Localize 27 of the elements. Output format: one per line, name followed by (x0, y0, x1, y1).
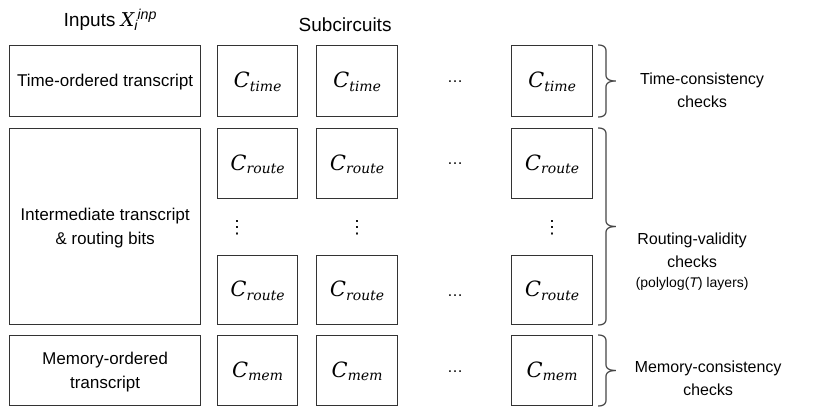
subcircuit-box: C$_{route}$ (316, 255, 398, 325)
bracket-label: Routing-validity checks (636, 230, 748, 273)
ellipsis: ⋮ (227, 216, 247, 239)
input-box: Intermediate transcript & routing bits (9, 128, 201, 325)
ellipsis: … (446, 282, 464, 302)
subcircuit-box: C$_{mem}$ (316, 335, 398, 406)
ellipsis: ⋮ (347, 216, 367, 239)
input-box: Time-ordered transcript (9, 45, 201, 117)
subcircuit-box: C$_{mem}$ (217, 335, 298, 406)
ellipsis: … (446, 358, 464, 378)
bracket-label: (polylog(T) layers) (634, 273, 750, 292)
ellipsis: ⋮ (542, 216, 562, 239)
input-box: Memory-ordered transcript (9, 335, 201, 406)
subcircuit-box: C$_{time}$ (217, 45, 298, 117)
subcircuit-box: C$_{route}$ (316, 128, 398, 199)
ellipsis: … (446, 150, 464, 170)
bracket-label: Memory-consistency checks (634, 358, 782, 401)
subcircuit-box: C$_{route}$ (217, 128, 298, 199)
subcircuit-box: C$_{time}$ (316, 45, 398, 117)
subcircuit-box: C$_{route}$ (217, 255, 298, 325)
subcircuit-box: C$_{time}$ (511, 45, 593, 117)
ellipsis: … (446, 68, 464, 88)
column-heading: Subcircuits (298, 14, 392, 38)
subcircuit-box: C$_{mem}$ (511, 335, 593, 406)
subcircuit-box: C$_{route}$ (511, 128, 593, 199)
subcircuit-box: C$_{route}$ (511, 255, 593, 325)
bracket-label: Time-consistency checks (639, 70, 765, 113)
